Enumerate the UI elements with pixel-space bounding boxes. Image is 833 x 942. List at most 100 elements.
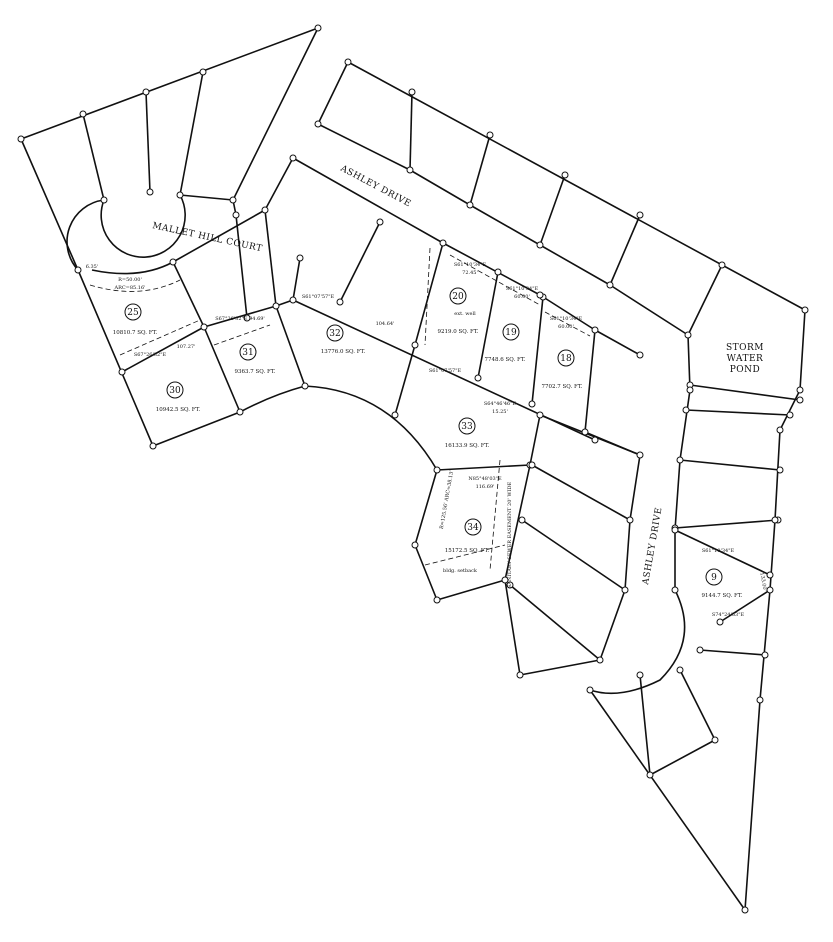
monument-marker bbox=[796, 396, 804, 404]
monument-marker bbox=[741, 906, 749, 914]
svg-text:15.25': 15.25' bbox=[492, 409, 508, 415]
svg-text:S67°26'32"E 94.69': S67°26'32"E 94.69' bbox=[215, 316, 265, 322]
monument-marker bbox=[17, 135, 25, 143]
svg-text:60.00': 60.00' bbox=[558, 324, 574, 330]
svg-text:S61°10'34"E: S61°10'34"E bbox=[454, 262, 487, 268]
monument-marker bbox=[118, 368, 126, 376]
monument-marker bbox=[314, 120, 322, 128]
monument-marker bbox=[474, 374, 482, 382]
svg-text:SANITARY SEWER EASEMENT 20' WI: SANITARY SEWER EASEMENT 20' WIDE bbox=[507, 482, 513, 589]
monument-marker bbox=[761, 651, 769, 659]
monument-marker bbox=[79, 110, 87, 118]
center-block bbox=[275, 157, 641, 601]
svg-text:S61°10'34"E: S61°10'34"E bbox=[702, 548, 735, 554]
monument-marker bbox=[718, 261, 726, 269]
svg-text:S74°24'53"E: S74°24'53"E bbox=[712, 612, 745, 618]
monument-marker bbox=[232, 211, 240, 219]
monument-marker bbox=[439, 239, 447, 247]
monument-marker bbox=[411, 341, 419, 349]
svg-text:WATER: WATER bbox=[727, 354, 764, 364]
lot-20: 20 9219.0 SQ. FT. bbox=[438, 287, 479, 335]
svg-text:ext. well: ext. well bbox=[454, 311, 476, 317]
ashley-drive-label-right: ASHLEY DRIVE bbox=[641, 506, 665, 586]
monument-marker bbox=[591, 326, 599, 334]
svg-text:107.27': 107.27' bbox=[177, 344, 196, 350]
monument-marker bbox=[169, 258, 177, 266]
monument-marker bbox=[756, 696, 764, 704]
monument-marker bbox=[296, 254, 304, 262]
svg-text:32: 32 bbox=[329, 329, 340, 339]
svg-text:10810.7 SQ. FT.: 10810.7 SQ. FT. bbox=[113, 330, 158, 336]
survey-monuments bbox=[17, 24, 809, 914]
monument-marker bbox=[142, 88, 150, 96]
monument-marker bbox=[561, 171, 569, 179]
svg-text:S67°26'32"E: S67°26'32"E bbox=[134, 352, 167, 358]
monument-marker bbox=[536, 241, 544, 249]
monument-marker bbox=[314, 24, 322, 32]
svg-text:S64°46'46"E: S64°46'46"E bbox=[484, 401, 517, 407]
svg-text:S61°07'57"E: S61°07'57"E bbox=[429, 368, 462, 374]
monument-marker bbox=[686, 386, 694, 394]
monument-marker bbox=[676, 456, 684, 464]
lot-19: 19 7748.6 SQ. FT. bbox=[485, 323, 526, 363]
monument-marker bbox=[272, 302, 280, 310]
lots-25-30-31-block bbox=[77, 157, 306, 447]
monument-marker bbox=[408, 88, 416, 96]
monument-marker bbox=[581, 428, 589, 436]
monument-marker bbox=[636, 671, 644, 679]
monument-marker bbox=[621, 586, 629, 594]
monument-marker bbox=[671, 586, 679, 594]
monument-marker bbox=[801, 306, 809, 314]
monument-marker bbox=[671, 526, 679, 534]
svg-text:7702.7 SQ. FT.: 7702.7 SQ. FT. bbox=[542, 384, 583, 390]
monument-marker bbox=[149, 442, 157, 450]
monument-marker bbox=[596, 656, 604, 664]
lower-middle-lots bbox=[504, 414, 641, 676]
svg-text:60.00': 60.00' bbox=[514, 294, 530, 300]
monument-marker bbox=[636, 351, 644, 359]
monument-marker bbox=[506, 581, 514, 589]
monument-marker bbox=[682, 406, 690, 414]
monument-marker bbox=[411, 541, 419, 549]
svg-text:S61°07'57"E: S61°07'57"E bbox=[302, 294, 335, 300]
monument-marker bbox=[229, 196, 237, 204]
monument-marker bbox=[676, 666, 684, 674]
svg-text:15172.5 SQ. FT.: 15172.5 SQ. FT. bbox=[445, 548, 490, 554]
monument-marker bbox=[486, 131, 494, 139]
svg-text:30: 30 bbox=[169, 386, 181, 396]
svg-text:ARC=85.16': ARC=85.16' bbox=[113, 285, 145, 291]
monument-marker bbox=[516, 671, 524, 679]
svg-text:7748.6 SQ. FT.: 7748.6 SQ. FT. bbox=[485, 357, 526, 363]
monument-marker bbox=[786, 411, 794, 419]
svg-text:9: 9 bbox=[711, 573, 717, 583]
monument-marker bbox=[766, 571, 774, 579]
monument-marker bbox=[536, 291, 544, 299]
monument-marker bbox=[626, 516, 634, 524]
monument-marker bbox=[301, 382, 309, 390]
svg-text:6.35': 6.35' bbox=[86, 264, 99, 270]
monument-marker bbox=[646, 771, 654, 779]
monument-marker bbox=[684, 331, 692, 339]
svg-text:R=125.56' ARC=38.13': R=125.56' ARC=38.13' bbox=[439, 470, 455, 530]
svg-text:9219.0 SQ. FT.: 9219.0 SQ. FT. bbox=[438, 329, 479, 335]
mallet-hill-court-block bbox=[20, 27, 319, 271]
monument-marker bbox=[696, 646, 704, 654]
monument-marker bbox=[146, 188, 154, 196]
monument-marker bbox=[766, 586, 774, 594]
svg-text:19: 19 bbox=[505, 328, 517, 338]
monument-marker bbox=[636, 211, 644, 219]
monument-marker bbox=[289, 154, 297, 162]
monument-marker bbox=[494, 268, 502, 276]
monument-marker bbox=[391, 411, 399, 419]
monument-marker bbox=[591, 436, 599, 444]
svg-text:S61°10'34"E: S61°10'34"E bbox=[550, 316, 583, 322]
svg-text:POND: POND bbox=[730, 365, 761, 375]
svg-text:20: 20 bbox=[452, 292, 464, 302]
